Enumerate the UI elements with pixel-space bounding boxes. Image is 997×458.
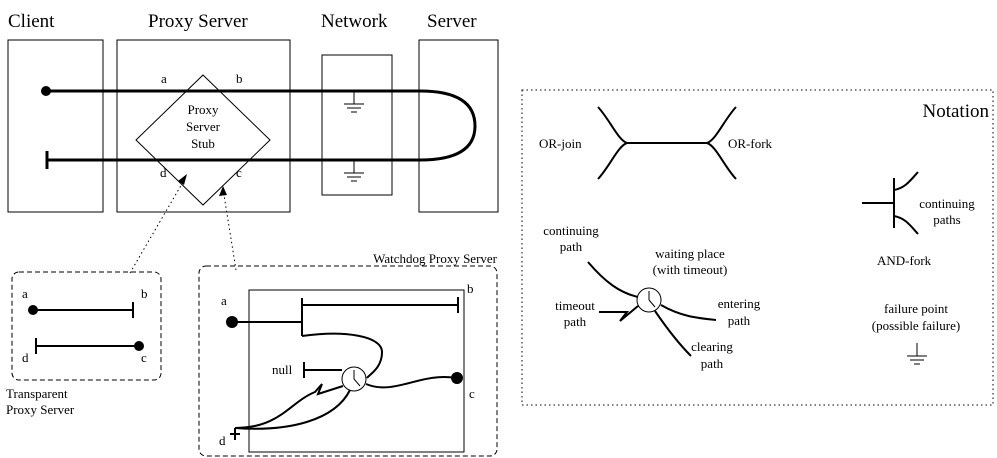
refinement-arrow-transparent: [129, 181, 184, 274]
notation-box: [521, 89, 994, 406]
entering-path-label-line2: path: [728, 313, 751, 328]
transparent-caption-line2: Proxy Server: [6, 402, 75, 417]
watchdog-timer: [341, 366, 367, 392]
failure-point-label-line1: failure point: [884, 301, 948, 316]
continuing-path-label-line1: continuing: [543, 223, 599, 238]
server-box: [418, 39, 499, 213]
transparent-port-b: b: [141, 286, 148, 301]
waiting-place-label-line2: (with timeout): [653, 262, 728, 277]
timeout-path-line: [599, 305, 639, 322]
main-path: [46, 89, 477, 162]
stub-port-a: a: [161, 71, 167, 86]
entering-path-label-line1: entering: [718, 296, 761, 311]
continuing-paths-label-line2: paths: [933, 212, 960, 227]
or-fork-symbol: [706, 106, 737, 180]
server-header: Server: [427, 11, 477, 32]
client-header: Client: [8, 11, 55, 32]
network-header: Network: [321, 11, 388, 32]
watchdog-path-to-timer: [301, 332, 384, 379]
clearing-path-line: [654, 310, 692, 357]
proxy-server-box: [116, 39, 291, 213]
transparent-port-c: c: [141, 350, 147, 365]
or-join-label: OR-join: [539, 136, 582, 151]
stub-label-line1: Proxy: [187, 102, 219, 117]
watchdog-timeout-path: [234, 383, 344, 429]
watchdog-start-point-c: [451, 372, 463, 384]
stub-port-d: d: [160, 165, 167, 180]
watchdog-port-b: b: [467, 281, 474, 296]
transparent-port-a: a: [22, 286, 28, 301]
refinement-arrowhead-watchdog: [219, 186, 227, 196]
waiting-place-label-line1: waiting place: [655, 246, 725, 261]
transparent-caption-line1: Transparent: [6, 386, 68, 401]
network-failure-point-upper: [344, 91, 364, 113]
continuing-path-line: [587, 261, 639, 298]
stub-label-line2: Server: [186, 119, 221, 134]
transparent-port-d: d: [22, 350, 29, 365]
and-fork-label: AND-fork: [877, 253, 932, 268]
watchdog-timer-hand-2: [353, 378, 361, 387]
or-join-symbol: [597, 106, 628, 180]
watchdog-path-to-c: [365, 376, 457, 389]
watchdog-null-label: null: [272, 362, 293, 377]
network-failure-point-lower: [344, 160, 364, 182]
client-box: [7, 39, 104, 213]
timeout-path-label-line1: timeout: [555, 298, 595, 313]
watchdog-port-d: d: [219, 433, 226, 448]
waiting-place-hand-2: [648, 299, 656, 308]
entering-path-line: [660, 304, 717, 321]
continuing-path-label-line2: path: [560, 239, 583, 254]
notation-title: Notation: [923, 101, 990, 122]
and-fork-symbol: [862, 171, 919, 235]
or-fork-label: OR-fork: [728, 136, 773, 151]
watchdog-proxy-box: [198, 265, 498, 457]
refinement-arrowhead-transparent: [178, 174, 187, 185]
watchdog-port-a: a: [221, 293, 227, 308]
clearing-path-label-line1: clearing: [691, 339, 733, 354]
failure-point-symbol: [907, 343, 927, 365]
continuing-paths-label-line1: continuing: [919, 196, 975, 211]
watchdog-clearing-path: [234, 389, 351, 430]
transparent-start-point-c: [134, 341, 144, 351]
clearing-path-label-line2: path: [701, 356, 724, 371]
watchdog-inner-box: [248, 289, 465, 453]
watchdog-port-c: c: [469, 386, 475, 401]
refinement-arrow-watchdog: [223, 194, 237, 271]
timeout-path-label-line2: path: [564, 314, 587, 329]
proxy-stub-diamond: [135, 74, 271, 206]
stub-port-c: c: [236, 165, 242, 180]
network-box: [321, 54, 393, 196]
stub-port-b: b: [236, 71, 243, 86]
proxy-server-header: Proxy Server: [148, 11, 248, 32]
stub-label-line3: Stub: [191, 136, 215, 151]
failure-point-label-line2: (possible failure): [872, 318, 960, 333]
watchdog-title: Watchdog Proxy Server: [373, 251, 498, 266]
transparent-proxy-box: [11, 271, 162, 381]
waiting-place-timer: [636, 287, 662, 313]
